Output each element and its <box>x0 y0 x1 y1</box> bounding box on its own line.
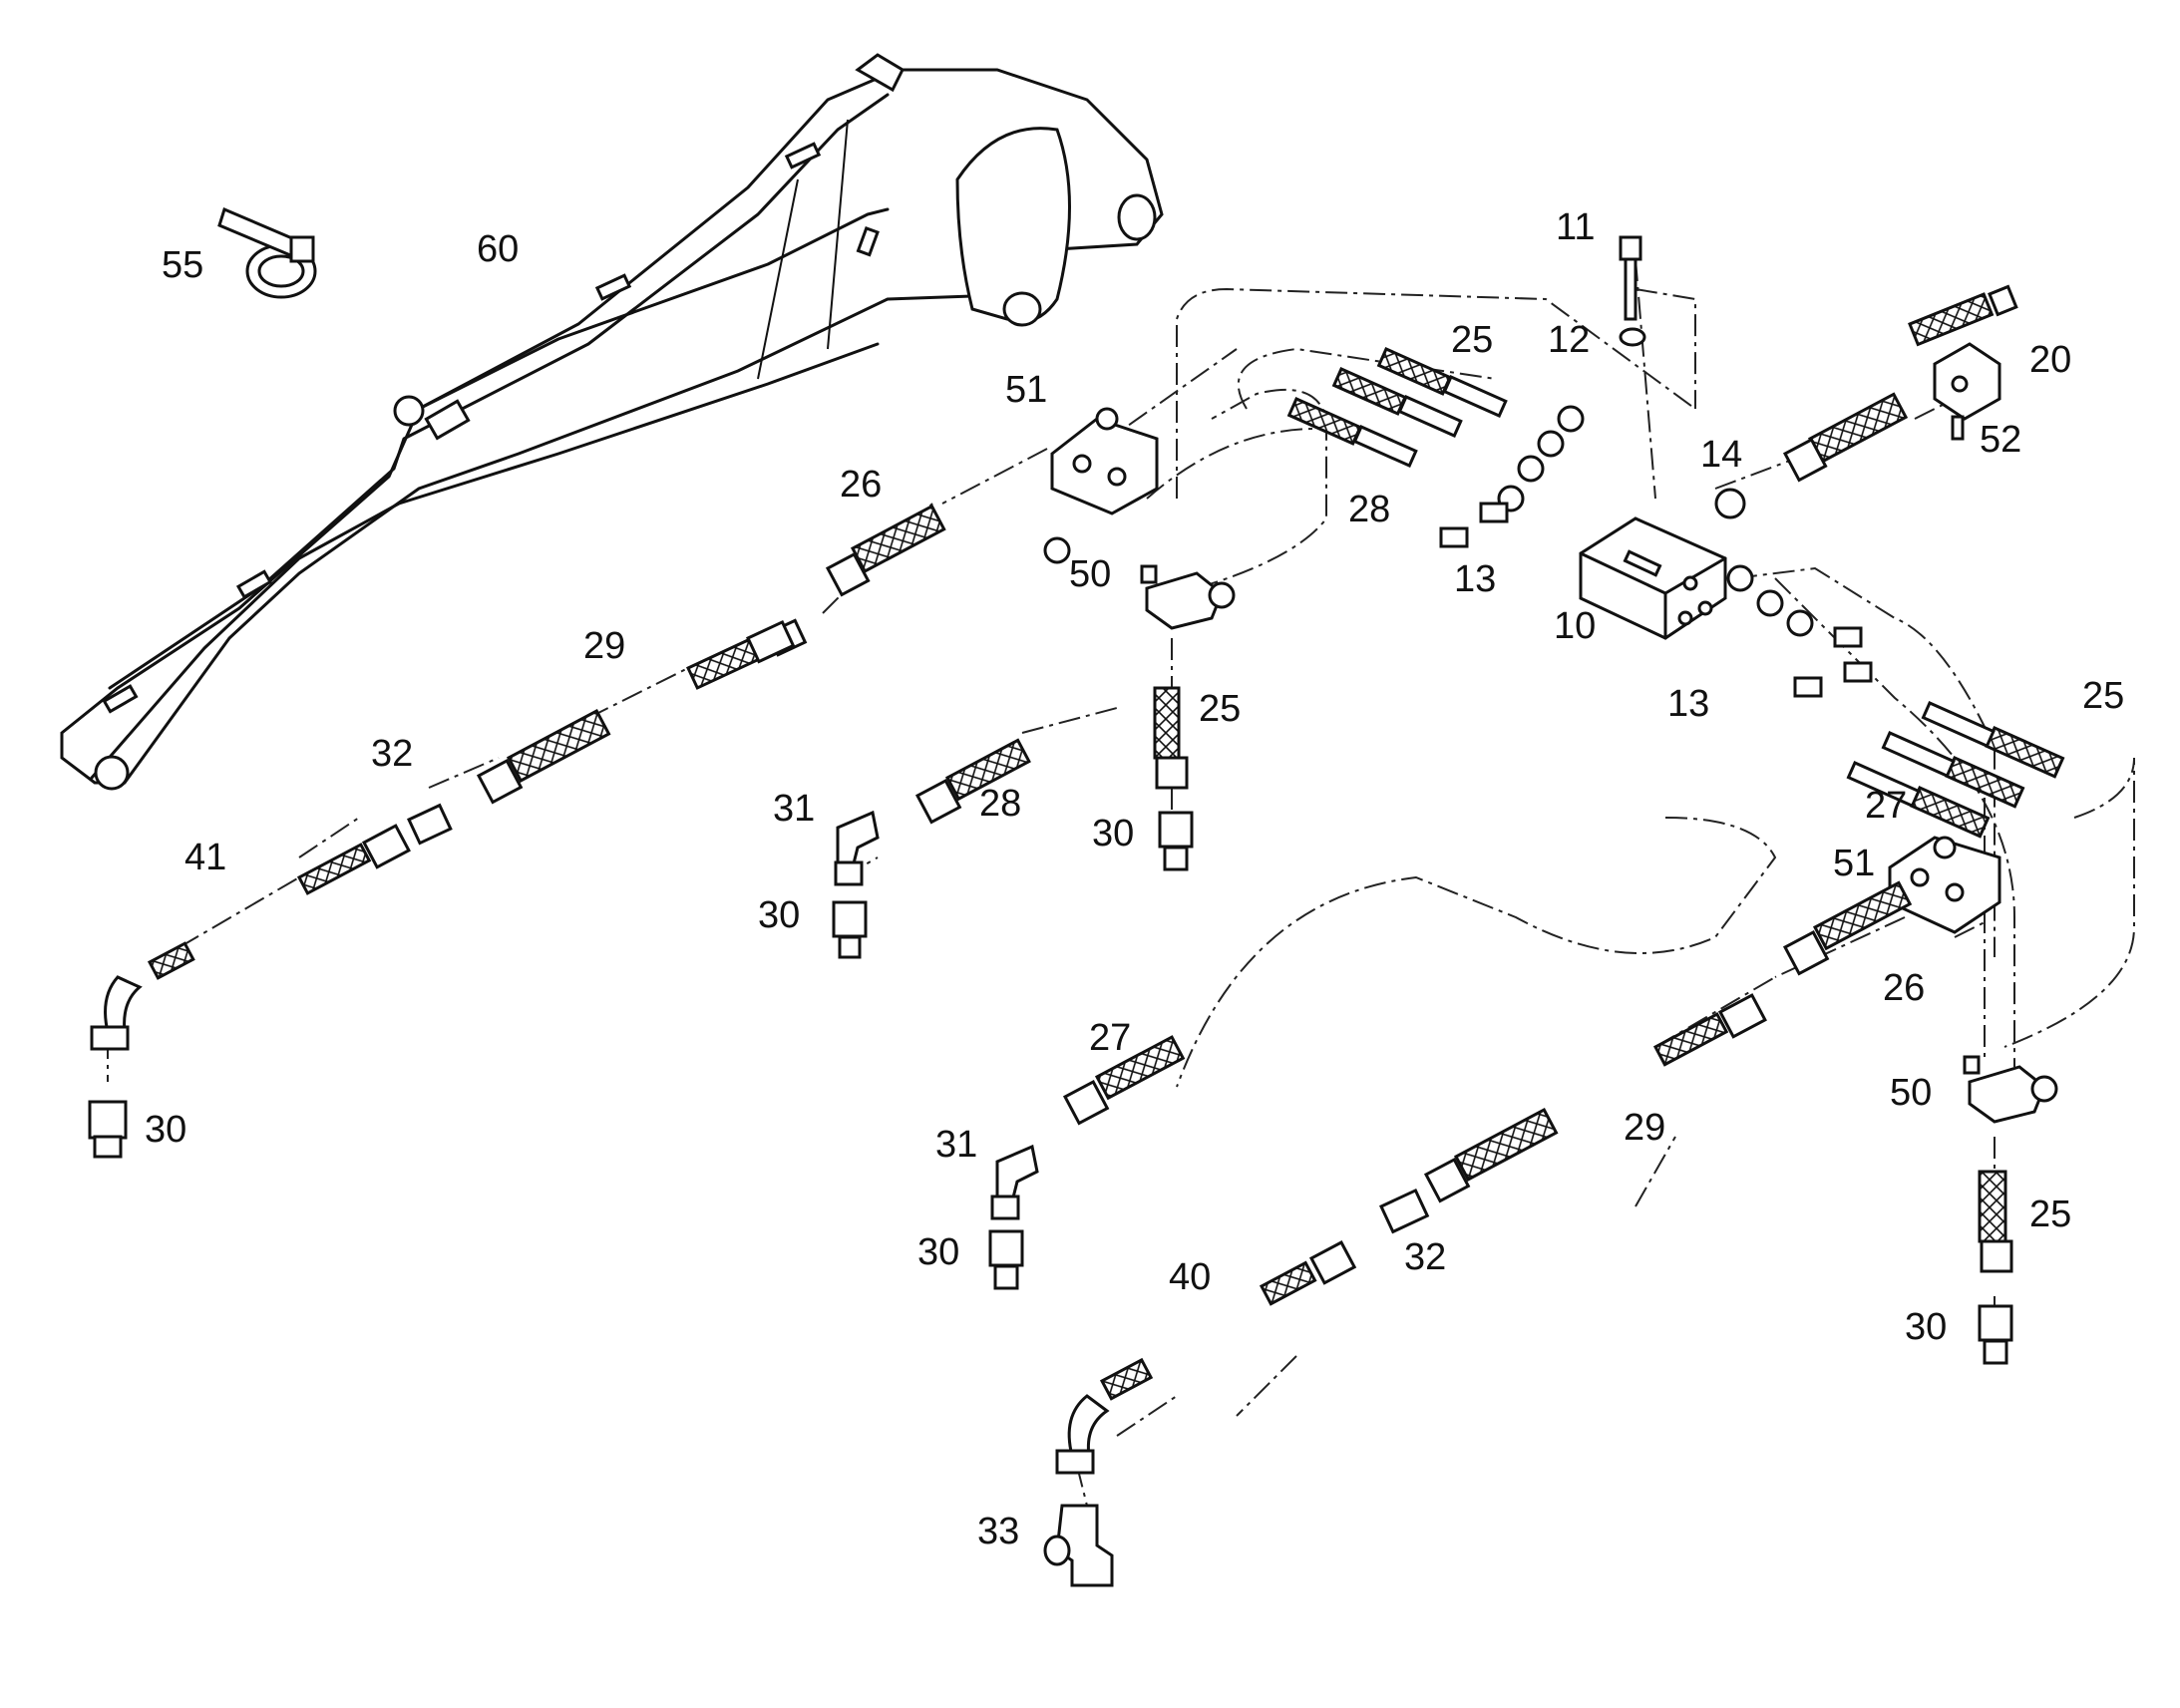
callout-27: 27 <box>1865 785 1907 827</box>
callout-32: 32 <box>371 733 413 775</box>
callout-27: 27 <box>1089 1017 1131 1059</box>
callout-13: 13 <box>1454 558 1496 600</box>
callout-30: 30 <box>917 1231 959 1273</box>
callout-32: 32 <box>1404 1236 1446 1278</box>
clamp-52 <box>1933 342 2001 441</box>
clamp-50-lower <box>1963 1055 2058 1124</box>
callout-26: 26 <box>1883 967 1925 1009</box>
callout-26: 26 <box>840 464 882 506</box>
callout-33: 33 <box>977 1511 1019 1552</box>
callout-40: 40 <box>1169 1256 1211 1298</box>
callout-25: 25 <box>1199 688 1241 730</box>
callout-29: 29 <box>583 625 625 667</box>
boom-assembly <box>60 53 1164 791</box>
bolt-part <box>1619 235 1642 321</box>
callout-30: 30 <box>758 894 800 936</box>
callout-30: 30 <box>1092 813 1134 854</box>
callout-25: 25 <box>2082 675 2124 717</box>
clamp-50-upper <box>1140 564 1236 630</box>
callout-13: 13 <box>1667 683 1709 725</box>
callout-50: 50 <box>1069 553 1111 595</box>
callout-10: 10 <box>1554 605 1596 647</box>
valve-block-part <box>1579 516 1727 640</box>
callout-50: 50 <box>1890 1072 1932 1114</box>
callout-30: 30 <box>145 1109 186 1151</box>
callout-31: 31 <box>773 788 815 830</box>
callout-25: 25 <box>2029 1194 2071 1235</box>
callout-20: 20 <box>2029 339 2071 381</box>
callout-52: 52 <box>1980 419 2021 461</box>
callout-51: 51 <box>1005 369 1047 411</box>
callout-31: 31 <box>935 1124 977 1166</box>
callout-14: 14 <box>1700 434 1742 476</box>
callout-11: 11 <box>1556 206 1595 248</box>
clamp-51-lower <box>1888 836 2001 934</box>
callout-55: 55 <box>162 244 203 286</box>
hoses <box>90 284 2065 1475</box>
callout-30: 30 <box>1905 1306 1947 1348</box>
callout-28: 28 <box>1348 489 1390 530</box>
callout-labels: 55 60 11 12 25 20 51 52 14 26 28 50 13 1… <box>145 206 2124 1552</box>
callout-12: 12 <box>1548 319 1590 361</box>
clamp-51-upper <box>1050 407 1159 515</box>
washer-part <box>1619 327 1646 347</box>
callout-60: 60 <box>477 228 519 270</box>
fittings <box>88 405 2013 1587</box>
cable-tie-part <box>217 206 317 299</box>
callout-25: 25 <box>1451 319 1493 361</box>
callout-41: 41 <box>184 837 226 878</box>
callout-51: 51 <box>1833 843 1875 884</box>
callout-28: 28 <box>979 783 1021 825</box>
callout-29: 29 <box>1624 1107 1665 1149</box>
